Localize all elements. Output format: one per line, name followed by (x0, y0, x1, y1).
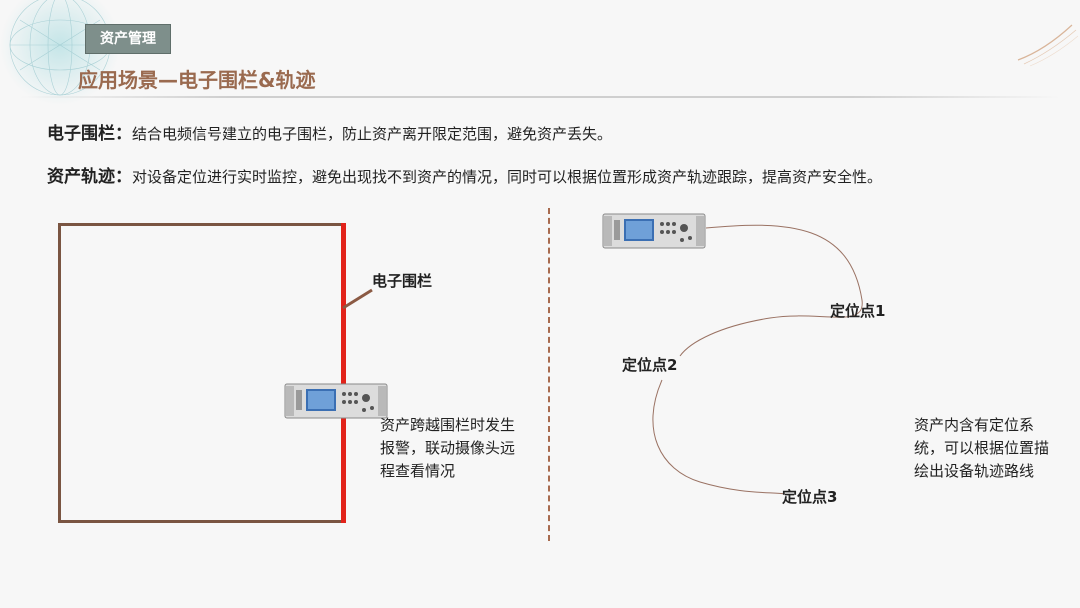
location-point-2: 定位点2 (622, 356, 678, 374)
fence-red-edge (341, 223, 346, 523)
fence-term: 电子围栏： (47, 124, 132, 144)
panel-divider (548, 208, 550, 541)
track-term: 资产轨迹： (47, 167, 132, 187)
track-text: 对设备定位进行实时监控，避免出现找不到资产的情况，同时可以根据位置形成资产轨迹跟… (132, 168, 883, 186)
fence-boundary (58, 223, 346, 523)
track-path-lower (652, 379, 786, 495)
signal-analyzer-device-icon (602, 213, 706, 249)
section-tag: 资产管理 (85, 24, 171, 54)
signal-analyzer-device-icon (284, 383, 388, 419)
track-path (679, 224, 863, 357)
fence-text: 结合电频信号建立的电子围栏，防止资产离开限定范围，避免资产丢失。 (132, 125, 613, 143)
location-point-3: 定位点3 (782, 488, 838, 506)
track-description: 资产轨迹：对设备定位进行实时监控，避免出现找不到资产的情况，同时可以根据位置形成… (47, 160, 1027, 194)
fence-label: 电子围栏 (372, 272, 433, 290)
positioning-description: 资产内含有定位系统，可以根据位置描绘出设备轨迹路线 (914, 416, 1050, 480)
alarm-description: 资产跨越围栏时发生报警，联动摄像头远程查看情况 (380, 416, 516, 480)
page-title: 应用场景—电子围栏&轨迹 (78, 68, 316, 92)
title-divider (20, 96, 1060, 98)
leaf-decoration-icon (1017, 24, 1079, 67)
fence-label-pointer (342, 288, 373, 310)
fence-description: 电子围栏：结合电频信号建立的电子围栏，防止资产离开限定范围，避免资产丢失。 (47, 124, 612, 144)
location-point-1: 定位点1 (830, 302, 886, 320)
